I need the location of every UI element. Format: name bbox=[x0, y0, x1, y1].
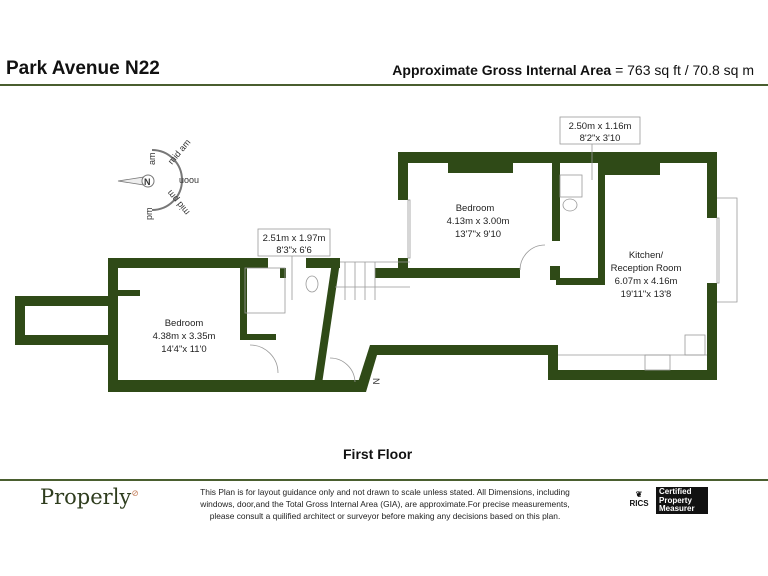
callout-metric: 2.51m x 1.97m bbox=[263, 233, 326, 244]
wall bbox=[280, 268, 286, 278]
wall bbox=[552, 163, 560, 241]
compass-north: N bbox=[144, 177, 151, 187]
compass-pm: pm bbox=[144, 207, 154, 220]
certified-badge: Certified Property Measurer bbox=[656, 487, 708, 514]
wall bbox=[707, 152, 717, 218]
door-swing bbox=[519, 244, 546, 271]
wall bbox=[448, 163, 513, 173]
wall bbox=[15, 296, 110, 306]
compass-center-icon bbox=[141, 174, 155, 188]
bath bbox=[244, 267, 286, 314]
cert-line: Certified bbox=[659, 487, 692, 496]
disclaimer-line: please consult a quilified architect or … bbox=[209, 511, 561, 521]
wall bbox=[398, 152, 408, 200]
wall bbox=[548, 345, 558, 380]
room-metric: 4.38m x 3.35m bbox=[153, 331, 216, 342]
room-imperial: 13'7"x 9'10 bbox=[455, 229, 501, 240]
rics-logo: ❦RICS bbox=[628, 490, 650, 508]
wall bbox=[240, 334, 276, 340]
wall bbox=[314, 262, 340, 384]
room-name-2: Reception Room bbox=[611, 263, 682, 274]
callout-imperial: 8'3"x 6'6 bbox=[276, 245, 312, 256]
wall bbox=[370, 345, 555, 355]
callout-box bbox=[257, 228, 331, 257]
callout-imperial: 8'2"x 3'10 bbox=[580, 133, 621, 144]
compass-mid-pm: mid pm bbox=[165, 188, 192, 217]
wall bbox=[355, 345, 380, 392]
compass-am: am bbox=[147, 152, 157, 165]
rics-emblem-icon: ❦ bbox=[635, 490, 643, 499]
toilet bbox=[562, 198, 578, 212]
footer-divider bbox=[0, 479, 768, 481]
header-divider bbox=[0, 84, 768, 86]
wall bbox=[556, 278, 605, 285]
brand-name: Properly bbox=[40, 485, 132, 509]
room-metric: 6.07m x 4.16m bbox=[615, 276, 678, 287]
wall bbox=[550, 266, 560, 280]
sink bbox=[684, 334, 706, 356]
wall bbox=[306, 258, 340, 268]
wall bbox=[276, 380, 281, 390]
room-name: Bedroom bbox=[456, 203, 495, 214]
callout-box bbox=[559, 116, 641, 145]
disclaimer: This Plan is for layout guidance only an… bbox=[190, 486, 580, 522]
compass-mid-am: mid am bbox=[166, 137, 193, 166]
wall bbox=[398, 152, 717, 163]
wall bbox=[108, 258, 118, 392]
room-imperial: 19'11"x 13'8 bbox=[621, 289, 672, 300]
floor-label: First Floor bbox=[343, 446, 413, 462]
shower bbox=[559, 174, 583, 198]
wall bbox=[707, 283, 717, 380]
wall bbox=[598, 163, 605, 285]
cert-line: Property bbox=[659, 495, 692, 505]
wall bbox=[375, 268, 520, 278]
door-swing bbox=[249, 344, 279, 374]
gia-label: Approximate Gross Internal Area bbox=[392, 62, 612, 78]
gross-internal-area: Approximate Gross Internal Area = 763 sq… bbox=[392, 62, 754, 78]
entrance-marker: N bbox=[371, 378, 381, 385]
wall bbox=[118, 290, 140, 296]
wall bbox=[108, 380, 360, 392]
gia-value: = 763 sq ft / 70.8 sq m bbox=[615, 62, 754, 78]
north-arrow-icon bbox=[117, 176, 145, 186]
room-metric: 4.13m x 3.00m bbox=[447, 216, 510, 227]
room-name: Bedroom bbox=[165, 318, 204, 329]
hob bbox=[644, 354, 671, 371]
walls bbox=[15, 152, 717, 392]
wall bbox=[605, 163, 660, 175]
wall bbox=[15, 296, 25, 345]
room-name: Kitchen/ bbox=[629, 250, 664, 261]
wall bbox=[108, 258, 268, 268]
disclaimer-line: windows, door,and the Total Gross Intern… bbox=[200, 499, 570, 509]
check-icon: ⊘ bbox=[131, 489, 139, 499]
compass-noon: noon bbox=[179, 176, 199, 186]
fixtures bbox=[151, 116, 738, 383]
window bbox=[716, 217, 720, 284]
brand-logo: Properly⊘ bbox=[40, 485, 139, 509]
cert-line: Measurer bbox=[659, 504, 695, 513]
door-swing bbox=[329, 357, 356, 383]
rics-text: RICS bbox=[629, 499, 649, 508]
wall bbox=[15, 335, 110, 345]
property-title: Park Avenue N22 bbox=[6, 58, 160, 79]
room-imperial: 14'4"x 11'0 bbox=[161, 344, 206, 355]
bay-window bbox=[717, 197, 738, 303]
toilet bbox=[305, 275, 319, 293]
wall bbox=[548, 370, 717, 380]
sun-arc bbox=[151, 149, 183, 211]
disclaimer-line: This Plan is for layout guidance only an… bbox=[200, 487, 570, 497]
wall bbox=[240, 268, 247, 340]
window bbox=[407, 199, 411, 259]
callout-metric: 2.50m x 1.16m bbox=[569, 121, 632, 132]
